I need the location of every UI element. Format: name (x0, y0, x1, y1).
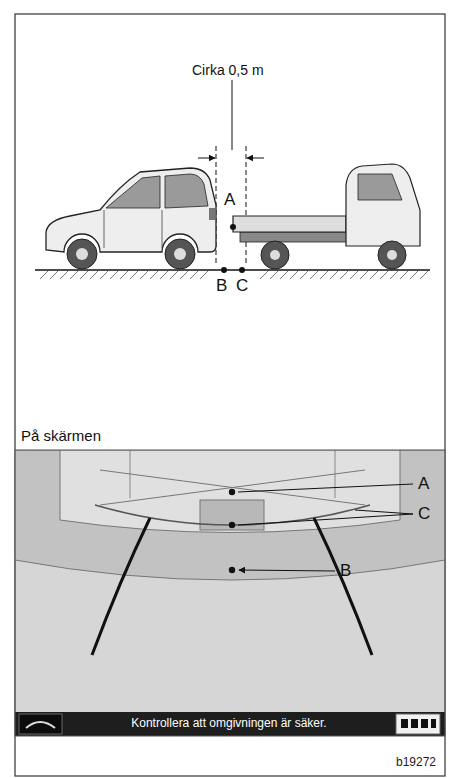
car-window (165, 174, 208, 208)
ground-hatch (40, 271, 428, 279)
point-dot (221, 267, 227, 273)
wheel (378, 241, 406, 269)
car (46, 168, 216, 269)
ground (35, 267, 430, 279)
sensor-icon (396, 714, 440, 734)
guide-line (100, 470, 365, 505)
wheel-hub (270, 250, 280, 260)
plate-recess (200, 500, 264, 530)
truck-cab (346, 164, 420, 246)
leader-line (232, 80, 233, 150)
point-dot (229, 567, 235, 573)
wheel (165, 239, 195, 269)
point-letter: A (224, 190, 235, 210)
section-heading: På skärmen (21, 427, 101, 444)
guide-line (100, 470, 365, 505)
dimension-arrow (247, 158, 264, 159)
frame (15, 14, 445, 776)
leader-line (355, 510, 413, 514)
point-letter: B (216, 276, 227, 296)
camera-icon-mark (26, 722, 55, 728)
wheel-hub (387, 250, 397, 260)
status-bar (15, 712, 445, 736)
wheel-hub (76, 248, 88, 260)
tailgate (60, 450, 400, 533)
point-dot (239, 267, 245, 273)
wheel (261, 241, 289, 269)
truck-bed (233, 216, 346, 232)
point-letter: B (340, 561, 351, 581)
figure-code: b19272 (396, 756, 436, 770)
leader-line (238, 514, 413, 525)
screen-border (15, 450, 445, 736)
leader-arrow (239, 570, 335, 571)
sensor-icon-mark (411, 719, 418, 728)
dimension-arrow (198, 158, 215, 159)
door-line (162, 210, 163, 248)
camera-icon (19, 714, 62, 734)
truck-window (358, 174, 402, 200)
point-letter: C (236, 276, 248, 296)
leader-line (238, 484, 413, 492)
car-body (46, 168, 216, 252)
point-dot (229, 489, 235, 495)
point-letter: A (418, 474, 429, 494)
guide-line-side (314, 518, 372, 655)
dashed-line (246, 146, 247, 264)
car-window (106, 176, 160, 208)
sensor-icon-mark (401, 719, 408, 728)
point-dot (229, 522, 235, 528)
bumper (15, 450, 445, 580)
rear-lamp (209, 208, 215, 220)
screen-ground (15, 450, 445, 736)
truck (230, 164, 420, 269)
point-dot (230, 224, 236, 230)
sensor-icon-mark (431, 719, 436, 728)
dimension-label: Cirka 0,5 m (192, 62, 264, 78)
screen-message: Kontrollera att omgivningen är säker. (66, 717, 392, 731)
wheel-hub (174, 248, 186, 260)
door-line (104, 210, 105, 248)
point-letter: C (418, 504, 430, 524)
camera-screen (15, 450, 445, 736)
wheel (67, 239, 97, 269)
guide-line-side (92, 518, 150, 655)
ground-line (35, 269, 430, 270)
sensor-icon-mark (421, 719, 428, 728)
